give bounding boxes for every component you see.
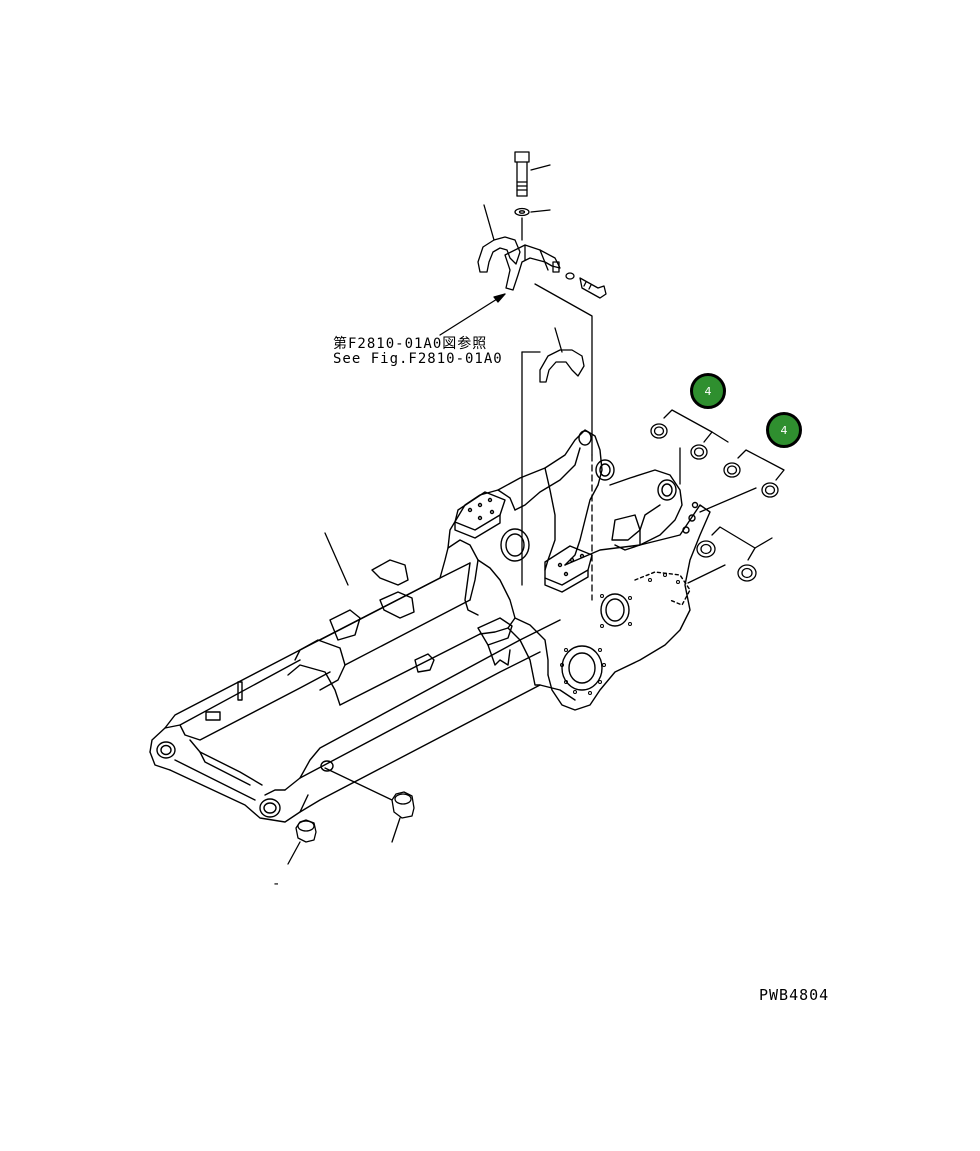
drawing-id: PWB4804 — [759, 986, 830, 1004]
side-bolt — [565, 272, 607, 299]
reference-japanese: 第F2810-01A0図参照 — [333, 336, 488, 352]
leader-line — [287, 841, 301, 865]
footnote-mark: - — [272, 876, 282, 892]
top-bolt — [514, 151, 530, 197]
bushing-pair-1 — [650, 409, 729, 485]
bushing-pair-2 — [699, 449, 785, 513]
pin-right — [391, 791, 415, 819]
leader-line — [391, 817, 401, 843]
callout-badge[interactable]: 4 — [690, 373, 726, 409]
callout-badge[interactable]: 4 — [766, 412, 802, 448]
leader-line — [554, 327, 563, 353]
main-frame — [149, 429, 711, 823]
reference-arrow — [493, 293, 506, 303]
upper-bracket — [477, 236, 561, 291]
guide-lines — [521, 283, 593, 601]
leader-line — [530, 209, 551, 213]
lower-clamp — [539, 349, 585, 383]
bushing-pair-3 — [687, 526, 773, 584]
washer — [514, 207, 530, 217]
reference-leader — [439, 293, 506, 336]
leader-line — [324, 532, 349, 586]
pin-left — [295, 819, 317, 843]
leader-line — [483, 204, 495, 241]
leader-line — [530, 164, 551, 171]
reference-english[interactable]: See Fig.F2810-01A0 — [333, 351, 503, 367]
